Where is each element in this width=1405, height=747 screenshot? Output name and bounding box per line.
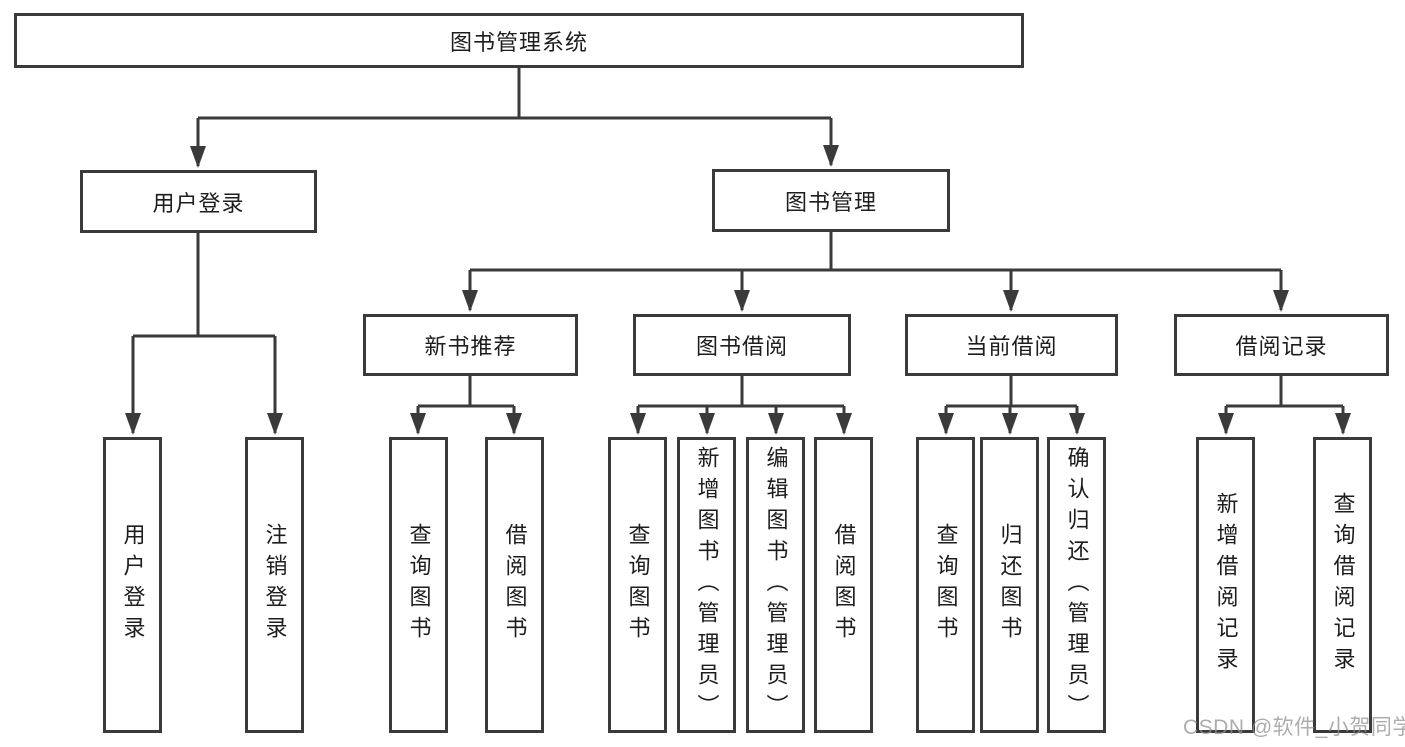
connector-root-bus [198, 68, 831, 120]
leaf-cb-query-books: 查询图书 [916, 437, 975, 733]
connector-borrow-bus [638, 376, 844, 408]
leaf-cb-confirm-return-admin: 确认归还（管理员） [1047, 437, 1106, 733]
leaf-bb-add-books-admin: 新增图书（管理员） [677, 437, 736, 733]
node-library-system: 图书管理系统 [14, 13, 1024, 68]
connector-rec-bus [418, 376, 514, 408]
connector-login-bus [133, 233, 275, 338]
leaf-bb-borrow-books: 借阅图书 [814, 437, 873, 733]
leaf-bb-edit-books-admin: 编辑图书（管理员） [746, 437, 805, 733]
leaf-br-add-record: 新增借阅记录 [1196, 437, 1255, 733]
node-user-login: 用户登录 [80, 170, 317, 233]
leaf-bb-query-books: 查询图书 [608, 437, 667, 733]
node-borrow-records: 借阅记录 [1174, 314, 1389, 376]
leaf-br-query-record: 查询借阅记录 [1313, 437, 1372, 733]
node-new-book-recommend: 新书推荐 [363, 314, 578, 376]
csdn-watermark: CSDN @软件_小贺同学 [1183, 716, 1405, 739]
connector-mgmt-bus [470, 232, 1281, 272]
leaf-rec-borrow-books: 借阅图书 [485, 437, 544, 733]
node-book-borrow: 图书借阅 [633, 314, 851, 376]
connector-lines [125, 68, 1351, 435]
connector-current-bus [946, 376, 1077, 408]
connector-records-bus [1226, 376, 1343, 408]
node-book-management: 图书管理 [712, 169, 950, 232]
leaf-user-login: 用户登录 [103, 437, 162, 733]
leaf-rec-query-books: 查询图书 [389, 437, 448, 733]
node-current-borrow: 当前借阅 [905, 314, 1118, 376]
leaf-logout: 注销登录 [245, 437, 304, 733]
leaf-cb-return-books: 归还图书 [980, 437, 1039, 733]
